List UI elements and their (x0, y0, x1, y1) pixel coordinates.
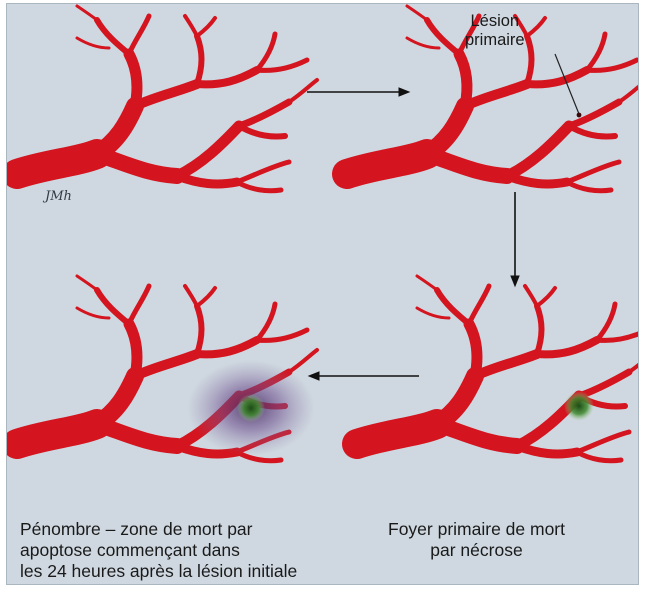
penumbra-core (237, 394, 265, 422)
penumbra-caption-line-3: les 24 heures après la lésion initiale (20, 561, 297, 582)
necrosis-caption-line-1: Foyer primaire de mort (388, 519, 565, 540)
penumbra-caption-line-1: Pénombre – zone de mort par (20, 519, 297, 540)
lesion-point (577, 113, 582, 118)
primary-lesion-label: Lésion primaire (465, 12, 525, 50)
necrosis-focus (564, 391, 594, 421)
vessel-tree-top-left (17, 6, 317, 191)
artist-signature: JMh (45, 189, 72, 204)
illustration (7, 4, 639, 585)
figure-panel: Lésion primaire JMh Pénombre – zone de m… (6, 3, 639, 585)
penumbra-caption: Pénombre – zone de mort par apoptose com… (20, 519, 297, 582)
vessel-tree-bottom-right (357, 276, 639, 461)
arrow-left (309, 372, 419, 380)
arrow-down (511, 192, 519, 286)
arrow-right (307, 88, 409, 96)
necrosis-caption-line-2: par nécrose (388, 540, 565, 561)
penumbra-caption-line-2: apoptose commençant dans (20, 540, 297, 561)
primary-lesion-label-line-2: primaire (465, 31, 525, 50)
primary-lesion-label-line-1: Lésion (465, 12, 525, 31)
necrosis-caption: Foyer primaire de mort par nécrose (388, 519, 565, 561)
